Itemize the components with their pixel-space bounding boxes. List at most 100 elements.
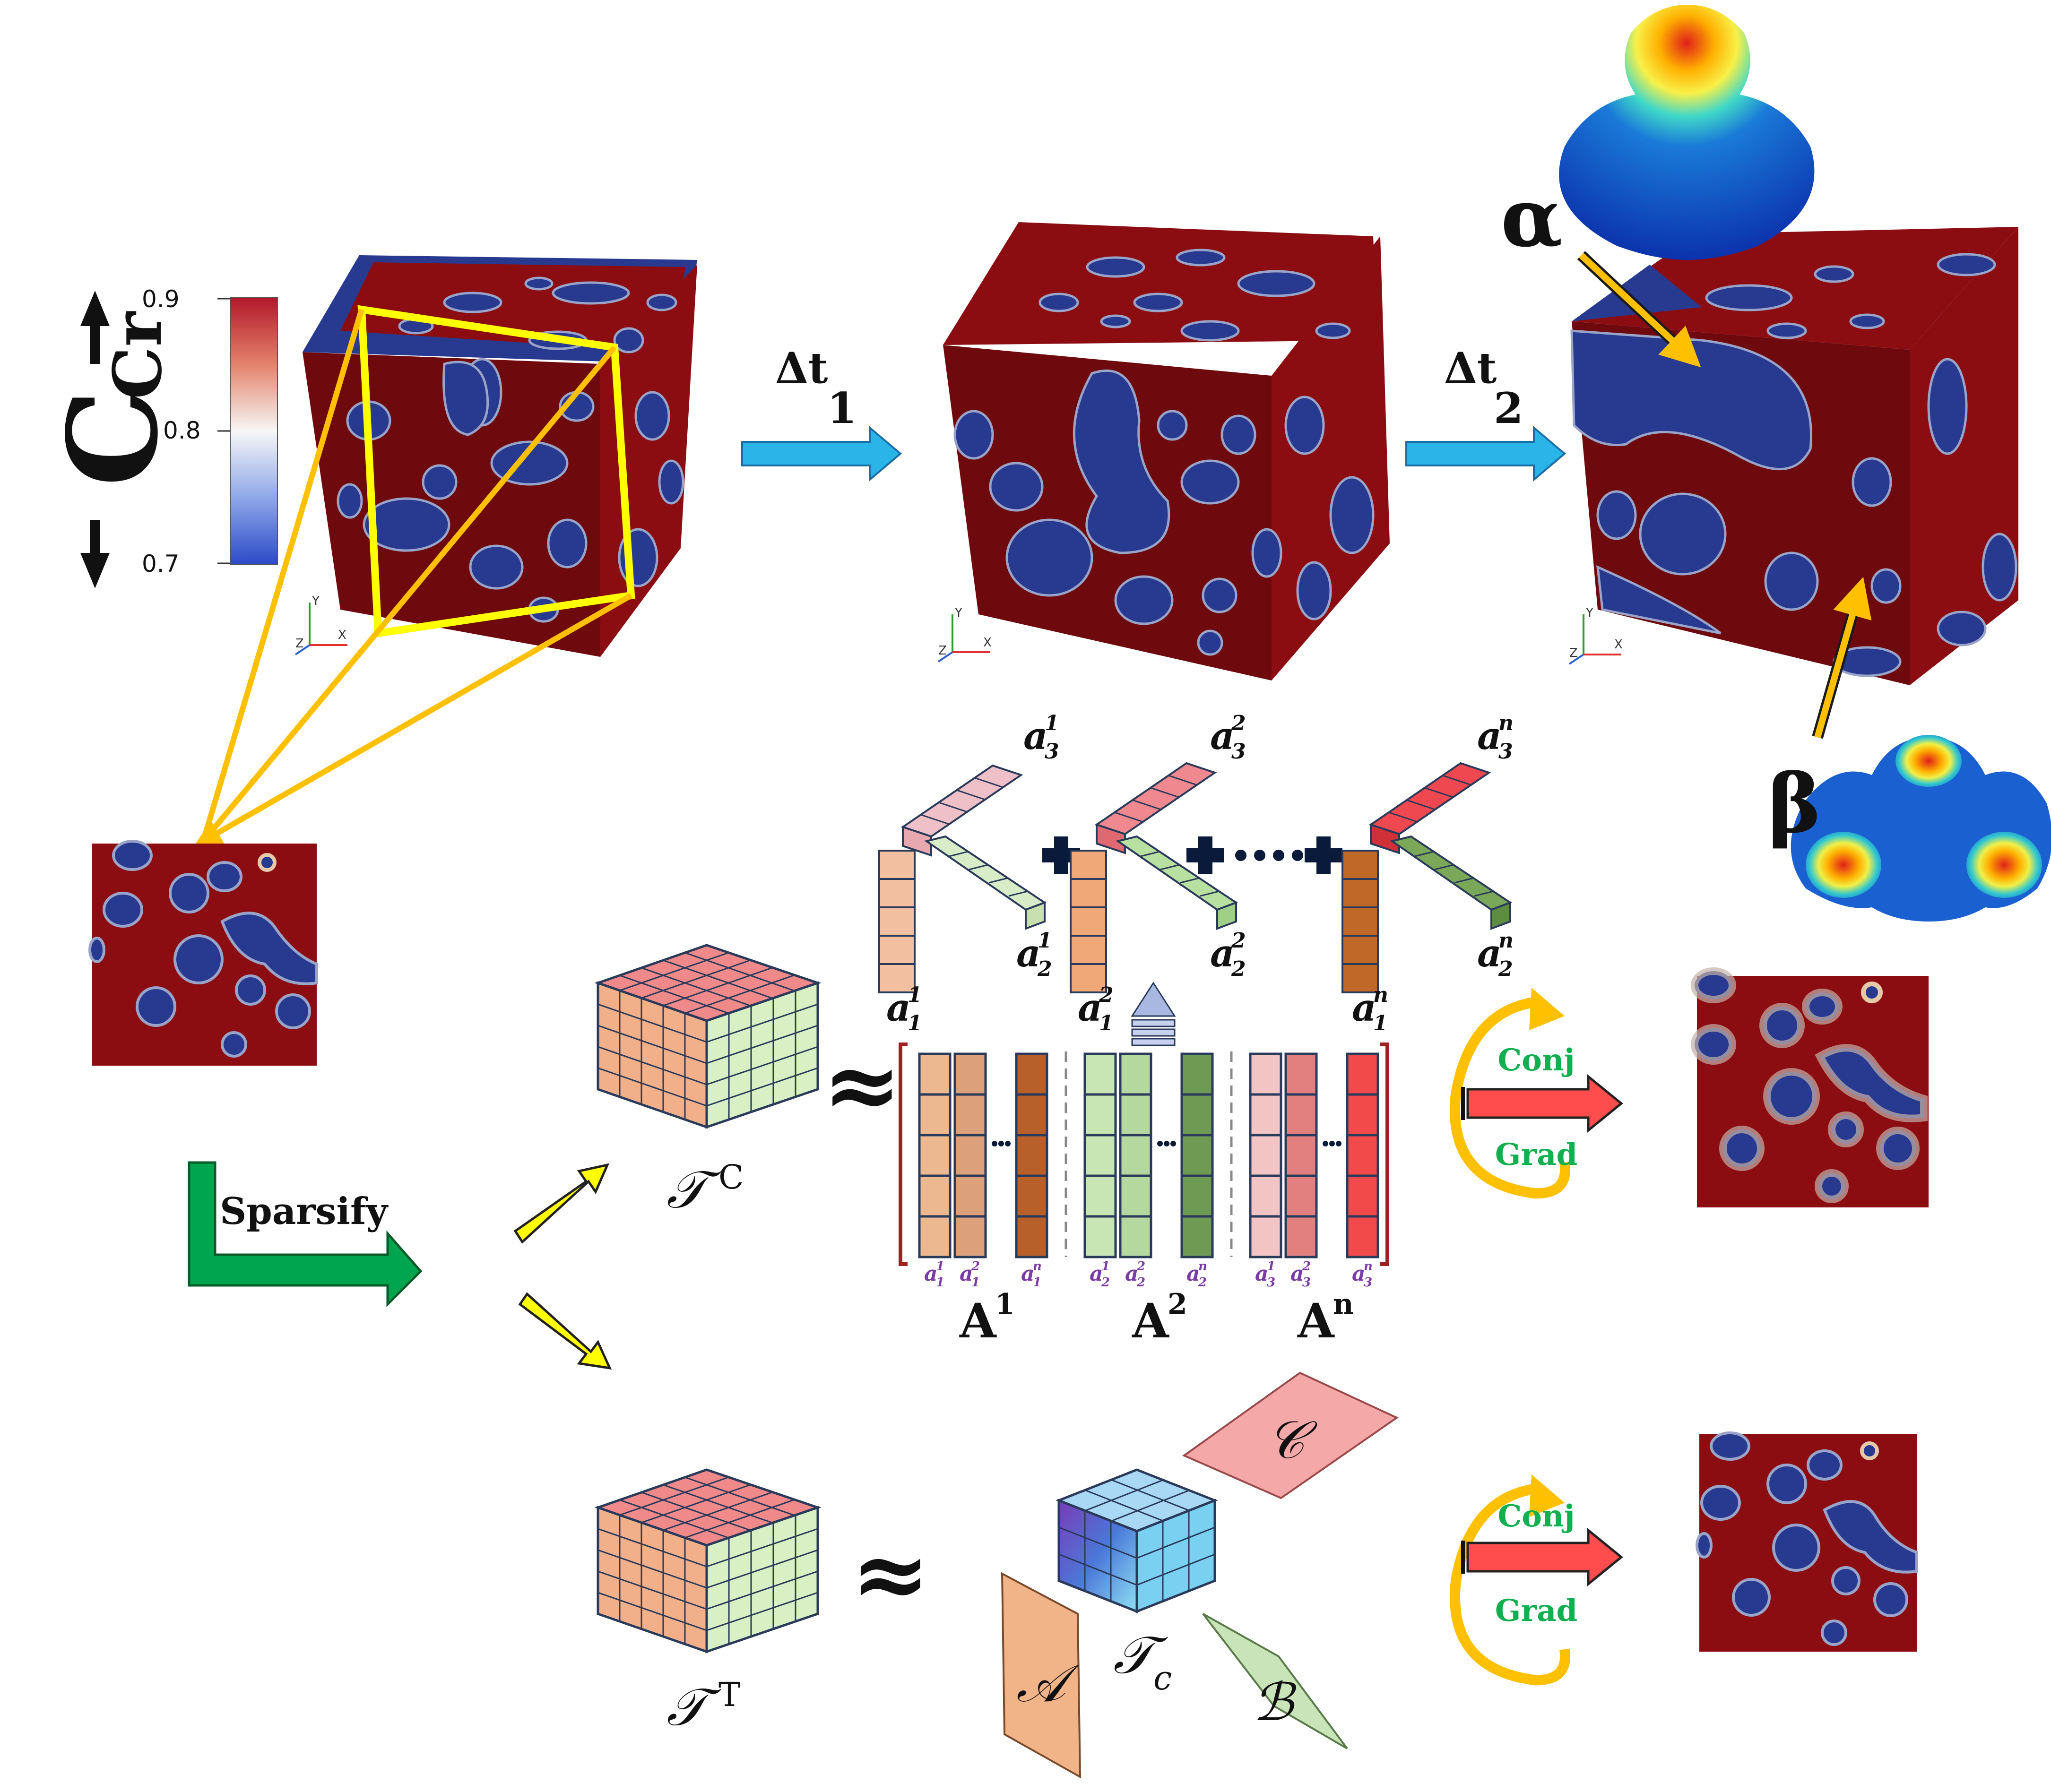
svg-text:1: 1 (1033, 1275, 1041, 1290)
matrix-A1 (918, 1052, 1048, 1258)
svg-text:3: 3 (1267, 1275, 1275, 1290)
svg-text:2: 2 (1231, 929, 1246, 953)
svg-text:a: a (1023, 714, 1048, 758)
cp-approx-symbol: ≈ (822, 1029, 902, 1140)
svg-text:2: 2 (1099, 983, 1114, 1007)
svg-text:a: a (1021, 1262, 1035, 1286)
factor-matrix-column-labels: a a a a a a a a a 1 1 2 1 n 1 1 2 2 2 n … (924, 1259, 1373, 1290)
svg-text:a: a (1210, 931, 1235, 975)
svg-text:a: a (886, 985, 911, 1030)
svg-text:2: 2 (1231, 957, 1246, 981)
solver-cp-line1: Conj (1497, 1042, 1575, 1078)
factor-matrix-names: A 1 A 2 A n (959, 1288, 1354, 1349)
svg-text:2: 2 (1101, 1275, 1110, 1290)
solver-cp-line2: Grad (1495, 1137, 1578, 1172)
time-step-1-symbol: Δt (775, 343, 828, 393)
matrix-An (1249, 1052, 1379, 1258)
cp-ellipsis (1235, 850, 1303, 861)
cube-2-side-face (1272, 236, 1390, 681)
svg-text:a: a (1078, 985, 1102, 1030)
svg-text:1: 1 (936, 1275, 944, 1290)
svg-text:n: n (1333, 1288, 1354, 1321)
svg-text:2: 2 (1231, 711, 1246, 735)
svg-text:n: n (1373, 983, 1388, 1007)
colorbar-gradient (230, 297, 278, 565)
microstructure-cube-1: Y X Z (294, 255, 697, 657)
tensor-cp-cube (594, 944, 822, 1129)
slice-projection-lines (193, 309, 632, 847)
svg-text:1: 1 (1267, 1259, 1275, 1274)
conjugate-gradient-solver-tucker: Conj Grad (1450, 1474, 1623, 1686)
svg-text:Z: Z (938, 644, 947, 658)
svg-text:3: 3 (1231, 740, 1246, 764)
solver-tucker-line1: Conj (1497, 1499, 1575, 1534)
svg-text:2: 2 (971, 1259, 980, 1274)
colorbar-up-arrow (80, 291, 110, 364)
svg-text:2: 2 (1037, 957, 1052, 981)
svg-text:a: a (1186, 1262, 1200, 1286)
alpha-phase-shape (1559, 5, 1815, 260)
cp-term-2 (1070, 762, 1238, 993)
tensor-tucker-symbol: 𝒯 (666, 1677, 721, 1737)
slice-reconstructed-cp (1691, 967, 1929, 1207)
tucker-approx-symbol: ≈ (851, 1518, 930, 1629)
svg-text:Z: Z (1569, 646, 1578, 660)
cp-term-n (1341, 762, 1513, 993)
time-step-arrow-1: Δt 1 (741, 343, 902, 482)
svg-text:2: 2 (1136, 1275, 1145, 1290)
tucker-factor-C: 𝒞 (1182, 1371, 1399, 1499)
svg-text:3: 3 (1364, 1275, 1372, 1290)
svg-text:2: 2 (1498, 957, 1513, 981)
tucker-factor-B-label: ℬ (1253, 1672, 1297, 1732)
svg-text:n: n (1198, 1259, 1207, 1274)
svg-text:a: a (924, 1262, 938, 1286)
svg-text:Y: Y (954, 606, 962, 620)
svg-text:n: n (1498, 929, 1514, 953)
svg-text:3: 3 (1498, 740, 1513, 764)
svg-text:1: 1 (1038, 929, 1052, 953)
svg-text:A: A (1132, 1293, 1169, 1349)
tensor-cp-superscript: C (718, 1158, 744, 1197)
svg-text:1: 1 (1045, 711, 1059, 735)
svg-text:Y: Y (312, 594, 320, 608)
time-step-2-subscript: 2 (1494, 383, 1523, 433)
time-step-2-symbol: Δt (1444, 343, 1497, 393)
colorbar-quantity-sub: Cr (99, 311, 177, 399)
microstructure-cube-2: Y X Z (937, 222, 1390, 681)
svg-text:2: 2 (1168, 1288, 1187, 1321)
svg-text:1: 1 (1099, 1011, 1114, 1035)
colorbar: 0.9 0.8 0.7 C Cr (41, 285, 278, 588)
svg-text:n: n (1498, 711, 1514, 735)
cp-term-1 (878, 764, 1047, 993)
cp-component-labels: a 1 3 a 2 3 a n 3 a 1 2 a 2 2 a n 2 a 1 … (886, 711, 1514, 1035)
svg-text:a: a (1477, 931, 1502, 975)
svg-text:a: a (1125, 1262, 1139, 1286)
colorbar-tick-mid: 0.8 (163, 417, 201, 444)
svg-text:3: 3 (1045, 740, 1059, 764)
svg-text:Y: Y (1585, 606, 1593, 620)
sparsify-arrow: Sparsify (188, 1161, 423, 1308)
svg-text:X: X (983, 636, 992, 650)
beta-label: β (1768, 757, 1821, 851)
svg-text:a: a (1477, 714, 1502, 758)
colorbar-tick-bottom: 0.7 (142, 550, 180, 577)
svg-text:1: 1 (971, 1275, 980, 1290)
svg-text:1: 1 (908, 983, 922, 1007)
beta-phase-shape (1791, 735, 2051, 922)
svg-text:2: 2 (1198, 1275, 1207, 1290)
cp-rank-one-terms (878, 762, 1513, 993)
svg-text:2: 2 (1302, 1259, 1311, 1274)
colorbar-tick-top: 0.9 (142, 285, 180, 313)
solver-tucker-line2: Grad (1495, 1593, 1578, 1628)
matrix-A2 (1083, 1052, 1214, 1258)
svg-text:n: n (1364, 1259, 1373, 1274)
svg-text:1: 1 (936, 1259, 944, 1274)
axis-triad-1: Y X Z (294, 594, 347, 655)
slice-reconstructed-tucker (1696, 1431, 1918, 1652)
svg-text:3: 3 (1302, 1275, 1311, 1290)
svg-text:a: a (960, 1262, 973, 1286)
colorbar-quantity-label: C Cr (41, 311, 185, 487)
tucker-factor-B: ℬ (1202, 1613, 1348, 1749)
sparsify-label: Sparsify (220, 1190, 389, 1233)
